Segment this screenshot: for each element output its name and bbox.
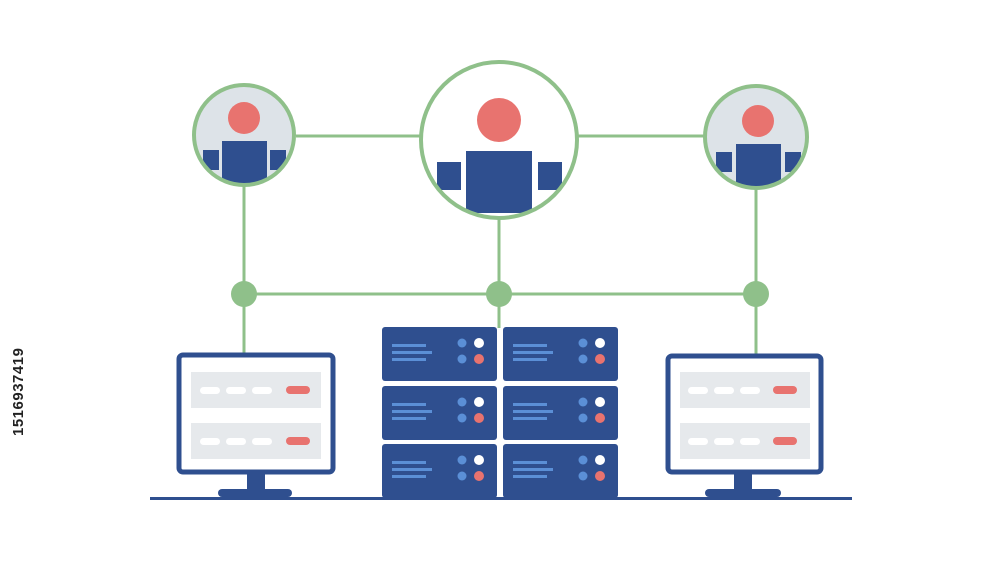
status-led [595,471,605,481]
alert-indicator [773,386,797,394]
status-led [457,354,467,364]
server-unit [382,386,497,440]
status-led [457,471,467,481]
server-vent-line [513,417,547,420]
ground-line [150,497,852,500]
server-vent-line [392,461,426,464]
server-unit [382,327,497,381]
status-led [578,413,588,423]
server-unit-body [382,327,497,381]
person-body [222,141,267,184]
junction-nodes [231,281,769,307]
server-vent-line [513,475,547,478]
user-node-ring [192,83,296,187]
status-led [457,397,467,407]
status-led [595,338,605,348]
user-node-ring [419,60,579,220]
server-vent-line [513,410,553,413]
stock-id-watermark: 1516937419 [10,347,27,437]
server-unit-body [382,386,497,440]
server-vent-line [513,461,547,464]
status-led [474,338,484,348]
status-led [595,455,605,465]
user-left [192,83,296,187]
server-unit-body [382,444,497,498]
person-head [228,102,260,134]
server-unit-body [503,327,618,381]
server-unit [503,327,618,381]
server-vent-line [513,358,547,361]
status-led [457,455,467,465]
junction-right [743,281,769,307]
status-led [457,338,467,348]
status-led [578,338,588,348]
server-vent-line [392,358,426,361]
monitor-neck [247,474,265,490]
person-body [466,151,532,213]
person-arm-left [716,152,732,172]
person-body [736,144,781,187]
status-led [474,354,484,364]
junction-left [231,281,257,307]
alert-indicator [773,437,797,445]
server-vent-line [392,403,426,406]
user-right [703,84,809,190]
status-led [578,455,588,465]
server-vent-line [513,344,547,347]
server-vent-line [392,468,432,471]
status-led [457,413,467,423]
user-node-ring [703,84,809,190]
person-head [742,105,774,137]
server-unit [503,444,618,498]
junction-center [486,281,512,307]
person-arm-left [437,162,461,190]
server-vent-line [392,344,426,347]
server-vent-line [392,351,432,354]
person-arm-left [203,150,219,170]
status-led [474,413,484,423]
person-head [477,98,521,142]
status-led [578,354,588,364]
server-vent-line [513,468,553,471]
server-unit [503,386,618,440]
alert-indicator [286,437,310,445]
server-unit-body [503,386,618,440]
status-led [578,397,588,407]
status-led [474,471,484,481]
monitor-left [176,352,336,497]
status-led [595,413,605,423]
monitor-right [665,353,824,497]
server-unit-body [503,444,618,498]
server-rack [382,327,618,498]
server-vent-line [513,403,547,406]
user-center [419,60,579,220]
server-unit [382,444,497,498]
status-led [595,354,605,364]
server-vent-line [513,351,553,354]
monitor-base [218,489,292,497]
server-vent-line [392,417,426,420]
alert-indicator [286,386,310,394]
monitor-base [705,489,781,497]
server-vent-line [392,410,432,413]
monitor-neck [734,474,752,490]
status-led [578,471,588,481]
status-led [474,397,484,407]
person-arm-right [538,162,562,190]
status-led [474,455,484,465]
status-led [595,397,605,407]
server-vent-line [392,475,426,478]
